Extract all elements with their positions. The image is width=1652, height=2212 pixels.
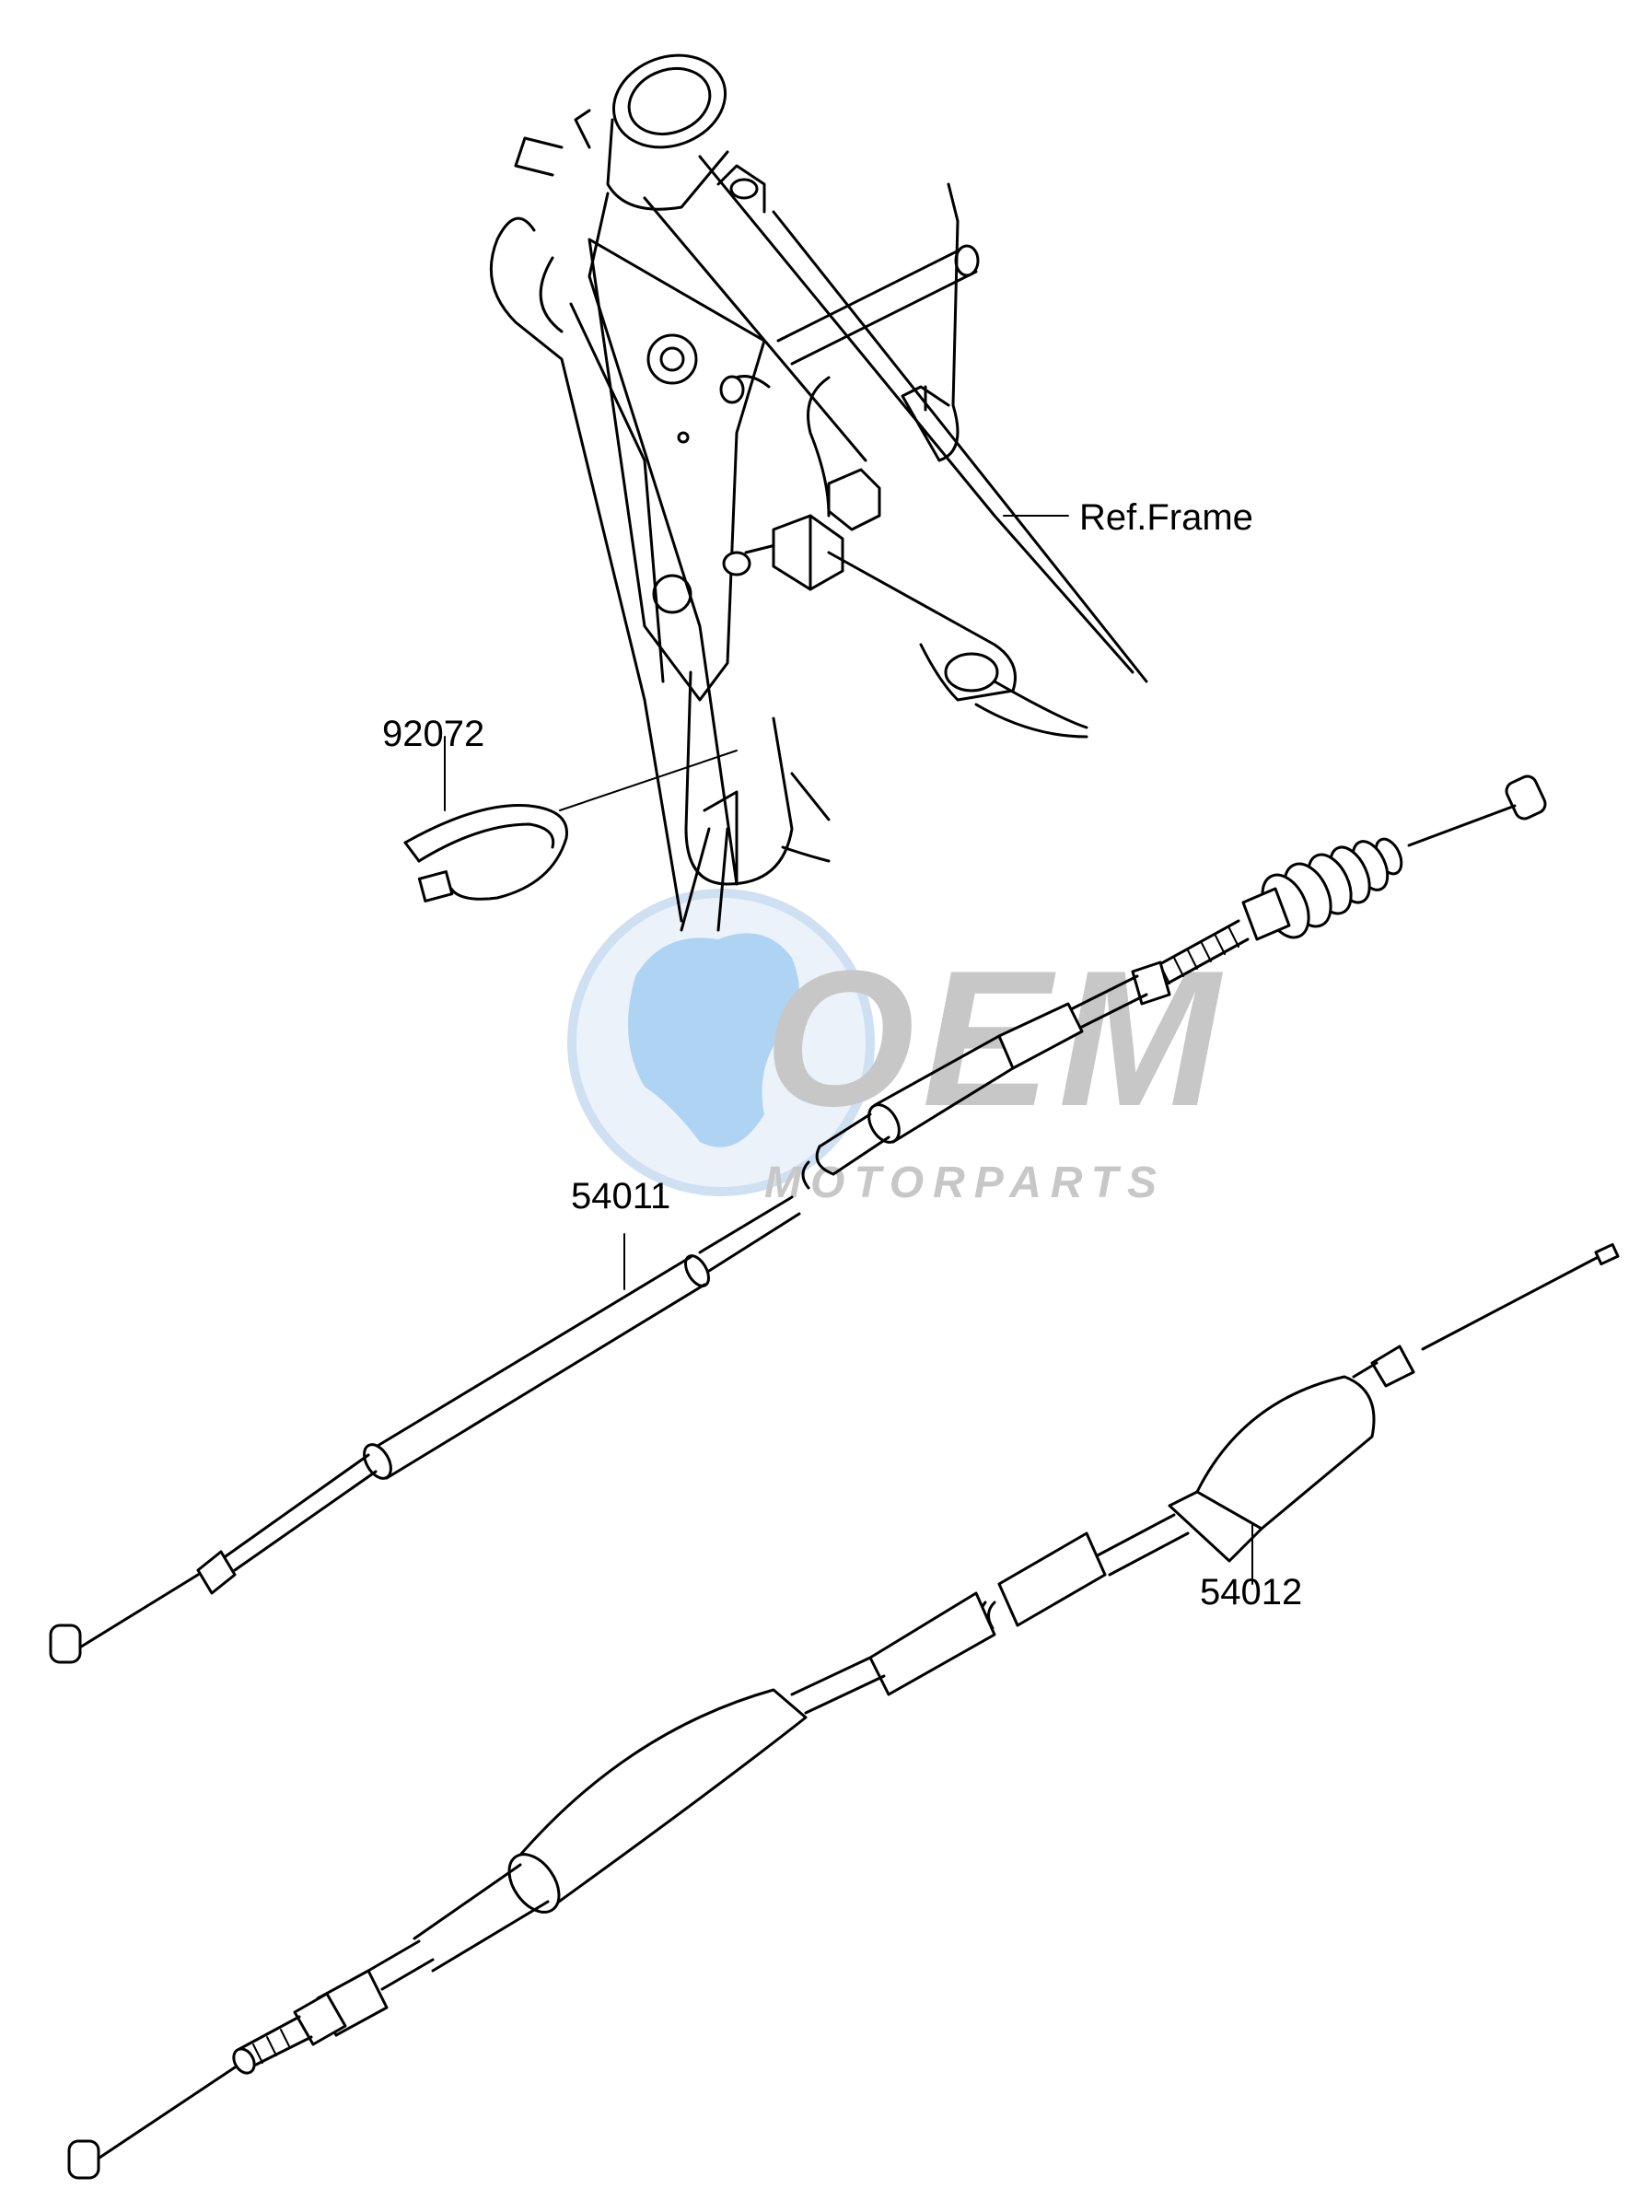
- band-part-number: 92072: [382, 714, 484, 754]
- cable-54012-part-number: 54012: [1200, 1572, 1302, 1612]
- cable-54011-part-number: 54011: [571, 1176, 670, 1217]
- cable-54011: [49, 774, 1547, 1664]
- band-part: [403, 736, 738, 902]
- cable-54012: [67, 1242, 1620, 2180]
- ref-frame-label: Ref.Frame: [1079, 497, 1253, 538]
- watermark-brand: OEM: [764, 930, 1227, 1147]
- frame-drawing: [489, 53, 1148, 932]
- watermark-continents-icon: [628, 933, 799, 1147]
- watermark: OEM MOTORPARTS: [567, 889, 1227, 1207]
- watermark-sub: MOTORPARTS: [764, 1158, 1166, 1207]
